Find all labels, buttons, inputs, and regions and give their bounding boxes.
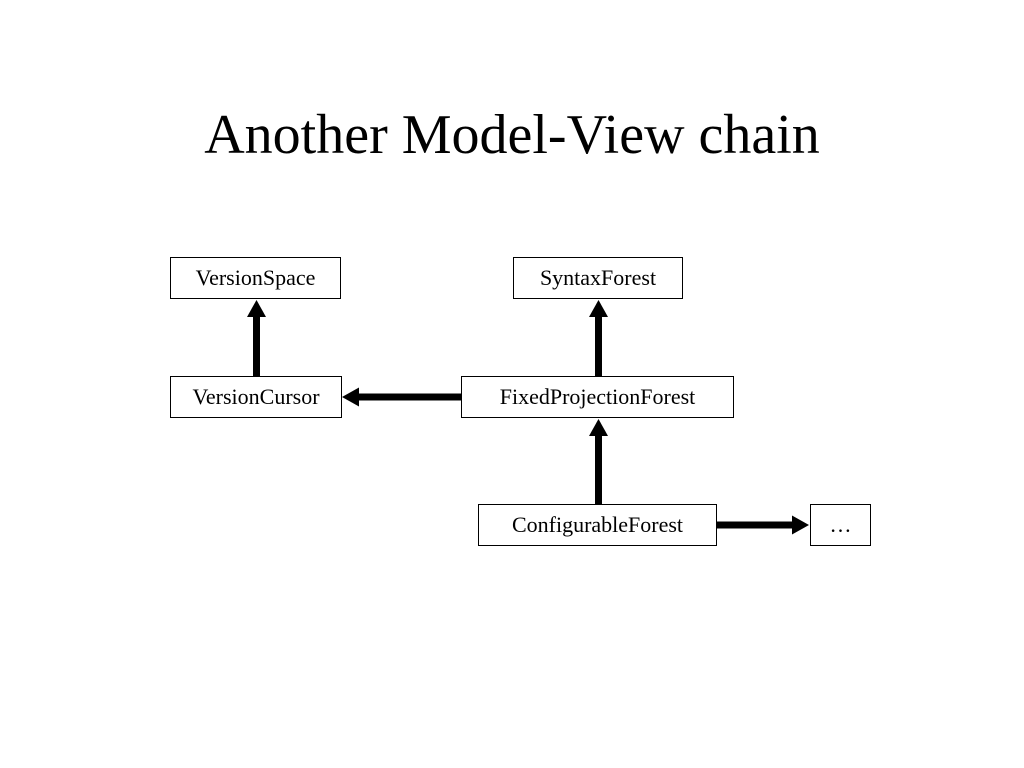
- node-label: ConfigurableForest: [511, 512, 684, 537]
- arrow-configurable-to-fixedprojection: [589, 419, 608, 504]
- arrow-fixedprojection-to-versioncursor: [342, 387, 461, 407]
- arrow-versioncursor-to-versionspace: [247, 300, 266, 376]
- arrow-configurable-to-ellipsis: [717, 515, 809, 535]
- slide-title: Another Model-View chain: [204, 104, 820, 166]
- node-versionspace: VersionSpace: [170, 257, 341, 299]
- node-ellipsis: …: [810, 504, 871, 546]
- node-label: VersionSpace: [195, 265, 316, 290]
- node-label: VersionCursor: [192, 384, 320, 409]
- node-label: SyntaxForest: [539, 265, 657, 290]
- node-configurableforest: ConfigurableForest: [478, 504, 717, 546]
- node-label: FixedProjectionForest: [499, 384, 696, 409]
- node-syntaxforest: SyntaxForest: [513, 257, 683, 299]
- arrow-fixedprojection-to-syntaxforest: [589, 300, 608, 376]
- node-label: …: [829, 512, 852, 537]
- node-fixedprojectionforest: FixedProjectionForest: [461, 376, 734, 418]
- node-versioncursor: VersionCursor: [170, 376, 342, 418]
